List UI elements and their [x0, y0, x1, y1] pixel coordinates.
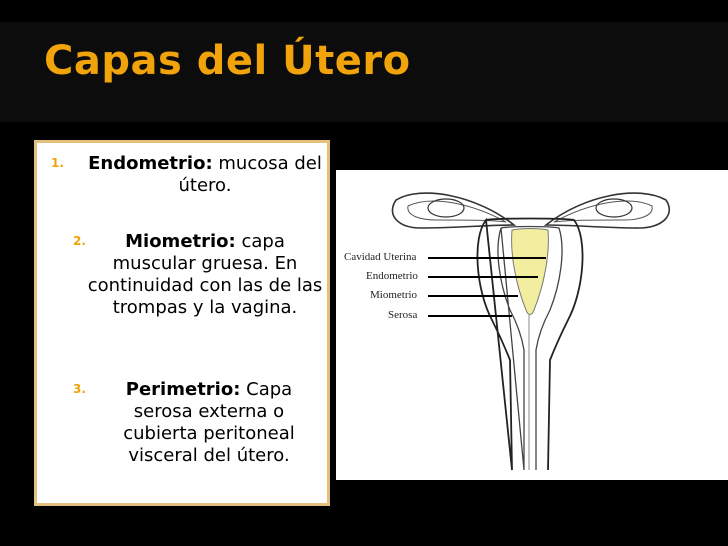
item-3-description: Capa serosa externa o cubierta peritonea…	[123, 379, 295, 466]
uterus-illustration	[336, 170, 728, 480]
right-tube-inner	[553, 200, 653, 223]
slide-title: Capas del Útero	[44, 38, 411, 84]
right-tube-outer	[543, 192, 671, 229]
item-3-text: Perimetrio: Capa serosa externa o cubier…	[99, 379, 319, 467]
label-miometrio: Miometrio	[370, 289, 418, 301]
item-3-term: Perimetrio:	[125, 379, 241, 400]
uterine-cavity	[511, 228, 549, 315]
item-2-description: capa muscular gruesa. En continuidad con…	[87, 231, 323, 318]
left-tube-outer	[391, 192, 517, 229]
item-2-term: Miometrio:	[125, 231, 236, 252]
myometrium-contour	[497, 225, 563, 471]
label-endometrio: Endometrio	[366, 270, 418, 282]
title-band	[0, 22, 728, 122]
left-tube-inner	[407, 200, 507, 223]
item-1-text: Endometrio: mucosa del útero.	[85, 153, 325, 197]
item-3-number: 3.	[73, 382, 86, 396]
left-ovary	[427, 198, 465, 218]
label-cavidad-uterina: Cavidad Uterina	[344, 251, 417, 263]
right-ovary	[595, 198, 633, 218]
item-2-text: Miometrio: capa muscular gruesa. En cont…	[85, 231, 325, 319]
uterus-diagram: Cavidad Uterina Endometrio Miometrio Ser…	[336, 170, 728, 480]
content-box: 1. Endometrio: mucosa del útero. 2. Miom…	[34, 140, 330, 506]
item-1-number: 1.	[51, 156, 64, 170]
item-1-description: mucosa del útero.	[178, 153, 322, 196]
item-2-number: 2.	[73, 234, 86, 248]
item-1-term: Endometrio:	[88, 153, 213, 174]
label-serosa: Serosa	[388, 309, 418, 321]
